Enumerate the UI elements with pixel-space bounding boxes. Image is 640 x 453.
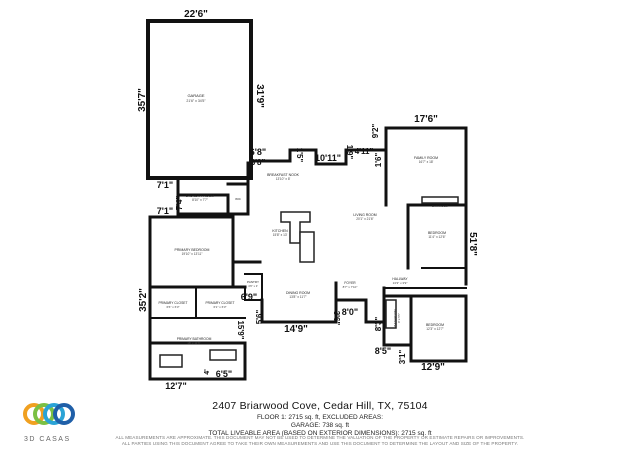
- dim-bath-step: 6'5": [216, 369, 232, 379]
- family-tub: [421, 196, 459, 204]
- dim-foyer-b: 8'0": [342, 307, 358, 317]
- room-breakfast-name: BREAKFAST NOOK: [267, 173, 299, 177]
- room-garage-name: GARAGE: [187, 93, 204, 98]
- dim-nook-width: 10'11": [315, 153, 341, 163]
- room-kitchen-name: KITCHEN: [272, 229, 288, 233]
- disclaimer-line-2: ALL PARTIES USING THIS DOCUMENT AGREE TO…: [121, 441, 519, 446]
- dim-nook-b: 1'9": [345, 145, 354, 160]
- room-closet-left-size: 6'6" x 6'3": [166, 305, 179, 309]
- brand-name: 3D CASAS: [24, 436, 71, 443]
- dim-family-left: 9'2": [371, 123, 380, 138]
- room-primary-bath-size: 18' x 11'6": [187, 341, 201, 345]
- foyer-walls: [334, 281, 386, 324]
- dim-primary-left: 35'2": [138, 288, 149, 312]
- garage-line: GARAGE: 738 sq. ft: [290, 422, 350, 429]
- dim-nook-c: 4'11": [355, 147, 374, 156]
- room-primary-bedroom-name: PRIMARY BEDROOM: [175, 248, 210, 252]
- logo-ring-4: [53, 403, 75, 425]
- dim-primary-inner: 15'9": [236, 320, 245, 339]
- bath-tub: [159, 354, 183, 368]
- kitchen-counter: [299, 231, 315, 263]
- dim-nook-small: 1'5": [295, 148, 304, 163]
- dim-entry-b: 5'6": [255, 309, 264, 324]
- garage-outline: [146, 19, 253, 180]
- dim-garage-left: 35'7": [137, 88, 148, 112]
- room-wic-name: WIC: [235, 197, 242, 201]
- dim-nook-step: 3'8": [251, 158, 266, 167]
- dim-bath-bottom-w: 12'7": [165, 381, 186, 391]
- room-living-name: LIVING ROOM: [353, 213, 376, 217]
- room-foyer-name: FOYER: [344, 281, 356, 285]
- room-living-size: 20'1" x 21'6": [356, 217, 373, 221]
- nook-wall: [249, 126, 388, 166]
- room-breakfast-size: 13'10" x 8': [276, 177, 291, 181]
- brand-logo-icon: [23, 403, 75, 425]
- dim-family-top: 17'6": [414, 114, 438, 125]
- bath-vanity: [209, 349, 237, 361]
- dim-nook-d: 1'6": [374, 152, 383, 167]
- disclaimer: ALL MEASUREMENTS ARE APPROXIMATE. THIS D…: [0, 435, 640, 447]
- disclaimer-line-1: ALL MEASUREMENTS ARE APPROXIMATE. THIS D…: [115, 435, 525, 440]
- area-summary: FLOOR 1: 2715 sq. ft, EXCLUDED AREAS: GA…: [0, 414, 640, 438]
- room-closet-left-name: PRIMARY CLOSET: [158, 301, 187, 305]
- room-primary-bath-name: PRIMARY BATHROOM: [177, 337, 212, 341]
- room-bath-small-name: BATHROOM: [432, 204, 449, 208]
- room-bedroom-bottom-size: 12'3" x 12'7": [426, 327, 443, 331]
- bedroom-walls: [409, 294, 468, 363]
- bath-shower: [385, 299, 397, 329]
- dim-nook-top: 6'8": [250, 147, 266, 157]
- room-closet-right-size: 6'1" x 6'3": [213, 305, 226, 309]
- dim-bath-small-v: 4': [204, 369, 211, 375]
- total-line: TOTAL LIVEABLE AREA (BASED ON EXTERIOR D…: [208, 430, 432, 437]
- listing-address: 2407 Briarwood Cove, Cedar Hill, TX, 751…: [212, 400, 428, 412]
- room-laundry-name: LAUNDRY ROOM: [186, 194, 215, 198]
- dim-foyer-a: 3'6": [332, 311, 341, 326]
- floor-line: FLOOR 1: 2715 sq. ft, EXCLUDED AREAS:: [256, 414, 384, 421]
- dim-right-wall: 51'8": [467, 232, 478, 256]
- room-hallway-size: 13'3" x 3'9": [393, 281, 408, 285]
- hall-walls: [383, 267, 467, 289]
- dining-walls: [260, 298, 338, 324]
- dim-bedroom-bottom: 12'9": [421, 362, 445, 373]
- dim-laundry-b: 7'4": [175, 195, 184, 210]
- dim-garage-right: 31'9": [254, 84, 265, 108]
- room-laundry-size: 8'10" x 7'7": [192, 198, 208, 202]
- dim-laundry-a: 7'1": [157, 180, 173, 190]
- room-primary-bedroom-size: 19'10" x 13'11": [182, 252, 203, 256]
- dim-bath-bottom: 8'5": [375, 346, 391, 356]
- room-hallway-name: HALLWAY: [392, 277, 408, 281]
- dim-step-a: 3'1": [398, 349, 407, 364]
- family-room-walls: [384, 126, 468, 286]
- room-pantry-name: PANTRY: [247, 280, 259, 284]
- room-family-size: 16'7" x 18': [419, 160, 434, 164]
- room-foyer-size: 8'7" x 7'10": [343, 285, 358, 289]
- closet-walls: [149, 286, 246, 319]
- room-bedroom-right-name: BEDROOM: [428, 231, 446, 235]
- primary-bedroom-walls: [148, 215, 247, 381]
- dim-bath-left: 8'3": [374, 316, 383, 331]
- room-dining-size: 13'8" x 11'7": [289, 295, 306, 299]
- dim-dining-bottom: 14'9": [284, 324, 308, 335]
- logo-ring-3: [43, 403, 65, 425]
- dim-entry-a: 6'9": [241, 292, 257, 302]
- room-bedroom-bottom-name: BEDROOM: [426, 323, 444, 327]
- dim-garage-top: 22'6": [184, 9, 208, 20]
- room-bathroom-name: BATHROOM: [393, 309, 397, 327]
- room-garage-size: 21'6" x 34'5": [186, 99, 206, 103]
- dim-laundry-c: 7'1": [157, 206, 173, 216]
- room-dining-name: DINING ROOM: [286, 291, 310, 295]
- room-bedroom-right-size: 11'4" x 12'6": [428, 235, 445, 239]
- room-family-name: FAMILY ROOM: [414, 156, 438, 160]
- floor-plan: 22'6" 35'7" 31'9" 6'8" 1'5" 3'8" 10'11" …: [137, 9, 478, 391]
- room-kitchen-size: 15'8" x 13': [273, 233, 288, 237]
- room-closet-right-name: PRIMARY CLOSET: [205, 301, 234, 305]
- room-bathroom-size: 8' x 5'5": [397, 313, 401, 323]
- room-pantry-size: 4'6" x 3': [248, 284, 258, 288]
